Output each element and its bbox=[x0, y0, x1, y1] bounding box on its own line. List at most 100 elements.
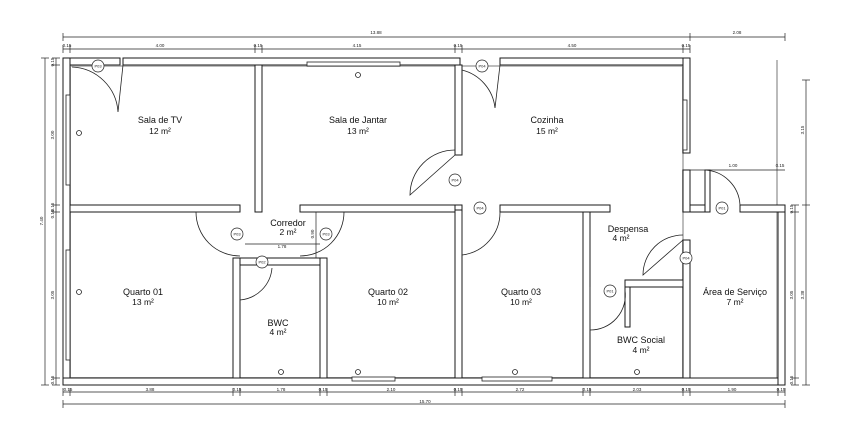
door-tag: P01 bbox=[715, 201, 729, 215]
svg-text:P01: P01 bbox=[606, 289, 614, 294]
dim-bottom: 0.15 bbox=[682, 387, 691, 392]
door-tag: P01 bbox=[603, 284, 617, 298]
dim-annex-entry: 1.00 bbox=[729, 163, 738, 168]
dim-bottom: 0.15 bbox=[583, 387, 592, 392]
dim-left: 0.15 bbox=[50, 57, 55, 66]
dimension-lines bbox=[41, 33, 810, 408]
svg-text:BWC: BWC bbox=[268, 318, 289, 328]
svg-text:4 m²: 4 m² bbox=[270, 327, 287, 337]
dim-bottom: 1.78 bbox=[277, 387, 286, 392]
svg-text:P04: P04 bbox=[451, 178, 459, 183]
door-tags: P03 P04 P04 P04 P03 P03 P02 P01 P04 P01 bbox=[91, 59, 729, 298]
svg-text:Quarto 01: Quarto 01 bbox=[123, 287, 163, 297]
svg-text:2 m²: 2 m² bbox=[280, 227, 297, 237]
walls bbox=[62, 57, 786, 386]
dim-right: 0.15 bbox=[789, 204, 794, 213]
dim-bottom: 0.15 bbox=[454, 387, 463, 392]
dim-left: 3.05 bbox=[50, 290, 55, 299]
window bbox=[481, 376, 553, 382]
svg-text:P02: P02 bbox=[258, 260, 266, 265]
svg-text:Despensa: Despensa bbox=[608, 224, 649, 234]
window bbox=[306, 61, 401, 67]
dim-left: 0.15 bbox=[50, 209, 55, 218]
dim-bottom: 0.15 bbox=[319, 387, 328, 392]
svg-text:P03: P03 bbox=[322, 232, 330, 237]
dim-left-overall: 7.40 bbox=[39, 216, 44, 225]
dim-left: 0.15 bbox=[50, 375, 55, 384]
svg-text:Sala de Jantar: Sala de Jantar bbox=[329, 115, 387, 125]
svg-text:Quarto 03: Quarto 03 bbox=[501, 287, 541, 297]
dim-bottom: 2.03 bbox=[633, 387, 642, 392]
door-tag: P04 bbox=[679, 251, 693, 265]
dim-top: 4.15 bbox=[353, 43, 362, 48]
dim-right-overall: 3.38 bbox=[800, 290, 805, 299]
svg-text:Corredor: Corredor bbox=[270, 218, 306, 228]
svg-text:P04: P04 bbox=[682, 256, 690, 261]
door-tag: P03 bbox=[230, 227, 244, 241]
dim-corridor-width: 1.78 bbox=[278, 244, 287, 249]
dim-annex-wall: 0.15 bbox=[776, 163, 785, 168]
dim-right: 3.05 bbox=[789, 290, 794, 299]
dim-bottom: 0.15 bbox=[64, 387, 73, 392]
svg-text:P03: P03 bbox=[94, 64, 102, 69]
svg-text:Cozinha: Cozinha bbox=[530, 115, 563, 125]
svg-text:4 m²: 4 m² bbox=[613, 233, 630, 243]
dim-bottom: 0.15 bbox=[233, 387, 242, 392]
svg-text:P04: P04 bbox=[478, 64, 486, 69]
door-tag: P04 bbox=[473, 201, 487, 215]
svg-text:P01: P01 bbox=[718, 206, 726, 211]
svg-text:7 m²: 7 m² bbox=[727, 297, 744, 307]
dim-bottom: 3.88 bbox=[146, 387, 155, 392]
door-tag: P03 bbox=[91, 59, 105, 73]
svg-text:P03: P03 bbox=[233, 232, 241, 237]
svg-text:4 m²: 4 m² bbox=[633, 345, 650, 355]
dim-bottom: 1.90 bbox=[728, 387, 737, 392]
dim-right-upper: 3.15 bbox=[800, 125, 805, 134]
dim-top: 4.50 bbox=[568, 43, 577, 48]
svg-text:BWC Social: BWC Social bbox=[617, 335, 665, 345]
svg-text:15 m²: 15 m² bbox=[536, 126, 558, 136]
window bbox=[682, 99, 688, 151]
window bbox=[65, 249, 71, 361]
svg-text:10 m²: 10 m² bbox=[510, 297, 532, 307]
window bbox=[351, 376, 396, 382]
svg-text:13 m²: 13 m² bbox=[347, 126, 369, 136]
door-tag: P04 bbox=[448, 173, 462, 187]
window bbox=[65, 94, 71, 186]
dimension-texts: 13.88 2.08 0.15 4.00 0.15 4.15 0.15 4.50… bbox=[39, 30, 805, 404]
dim-bottom: 2.72 bbox=[516, 387, 525, 392]
dim-top-annex: 2.08 bbox=[733, 30, 742, 35]
dim-top: 0.15 bbox=[254, 43, 263, 48]
dim-right: 0.15 bbox=[789, 375, 794, 384]
dim-top: 4.00 bbox=[156, 43, 165, 48]
dim-top: 0.15 bbox=[454, 43, 463, 48]
door-swings bbox=[71, 64, 741, 331]
svg-text:13 m²: 13 m² bbox=[132, 297, 154, 307]
dim-top: 0.15 bbox=[63, 43, 72, 48]
dim-corridor-depth: 0.90 bbox=[310, 229, 315, 238]
dim-left: 3.00 bbox=[50, 130, 55, 139]
dim-left: 0.15 bbox=[50, 202, 55, 211]
svg-text:10 m²: 10 m² bbox=[377, 297, 399, 307]
dim-top-overall: 13.88 bbox=[370, 30, 382, 35]
dim-bottom: 2.10 bbox=[387, 387, 396, 392]
dim-top: 0.15 bbox=[682, 43, 691, 48]
svg-text:P04: P04 bbox=[476, 206, 484, 211]
svg-text:Sala de TV: Sala de TV bbox=[138, 115, 182, 125]
svg-text:Quarto 02: Quarto 02 bbox=[368, 287, 408, 297]
door-tag: P04 bbox=[475, 59, 489, 73]
level-markers bbox=[76, 72, 640, 375]
door-tag: P03 bbox=[319, 227, 333, 241]
door-tag: P02 bbox=[255, 255, 269, 269]
